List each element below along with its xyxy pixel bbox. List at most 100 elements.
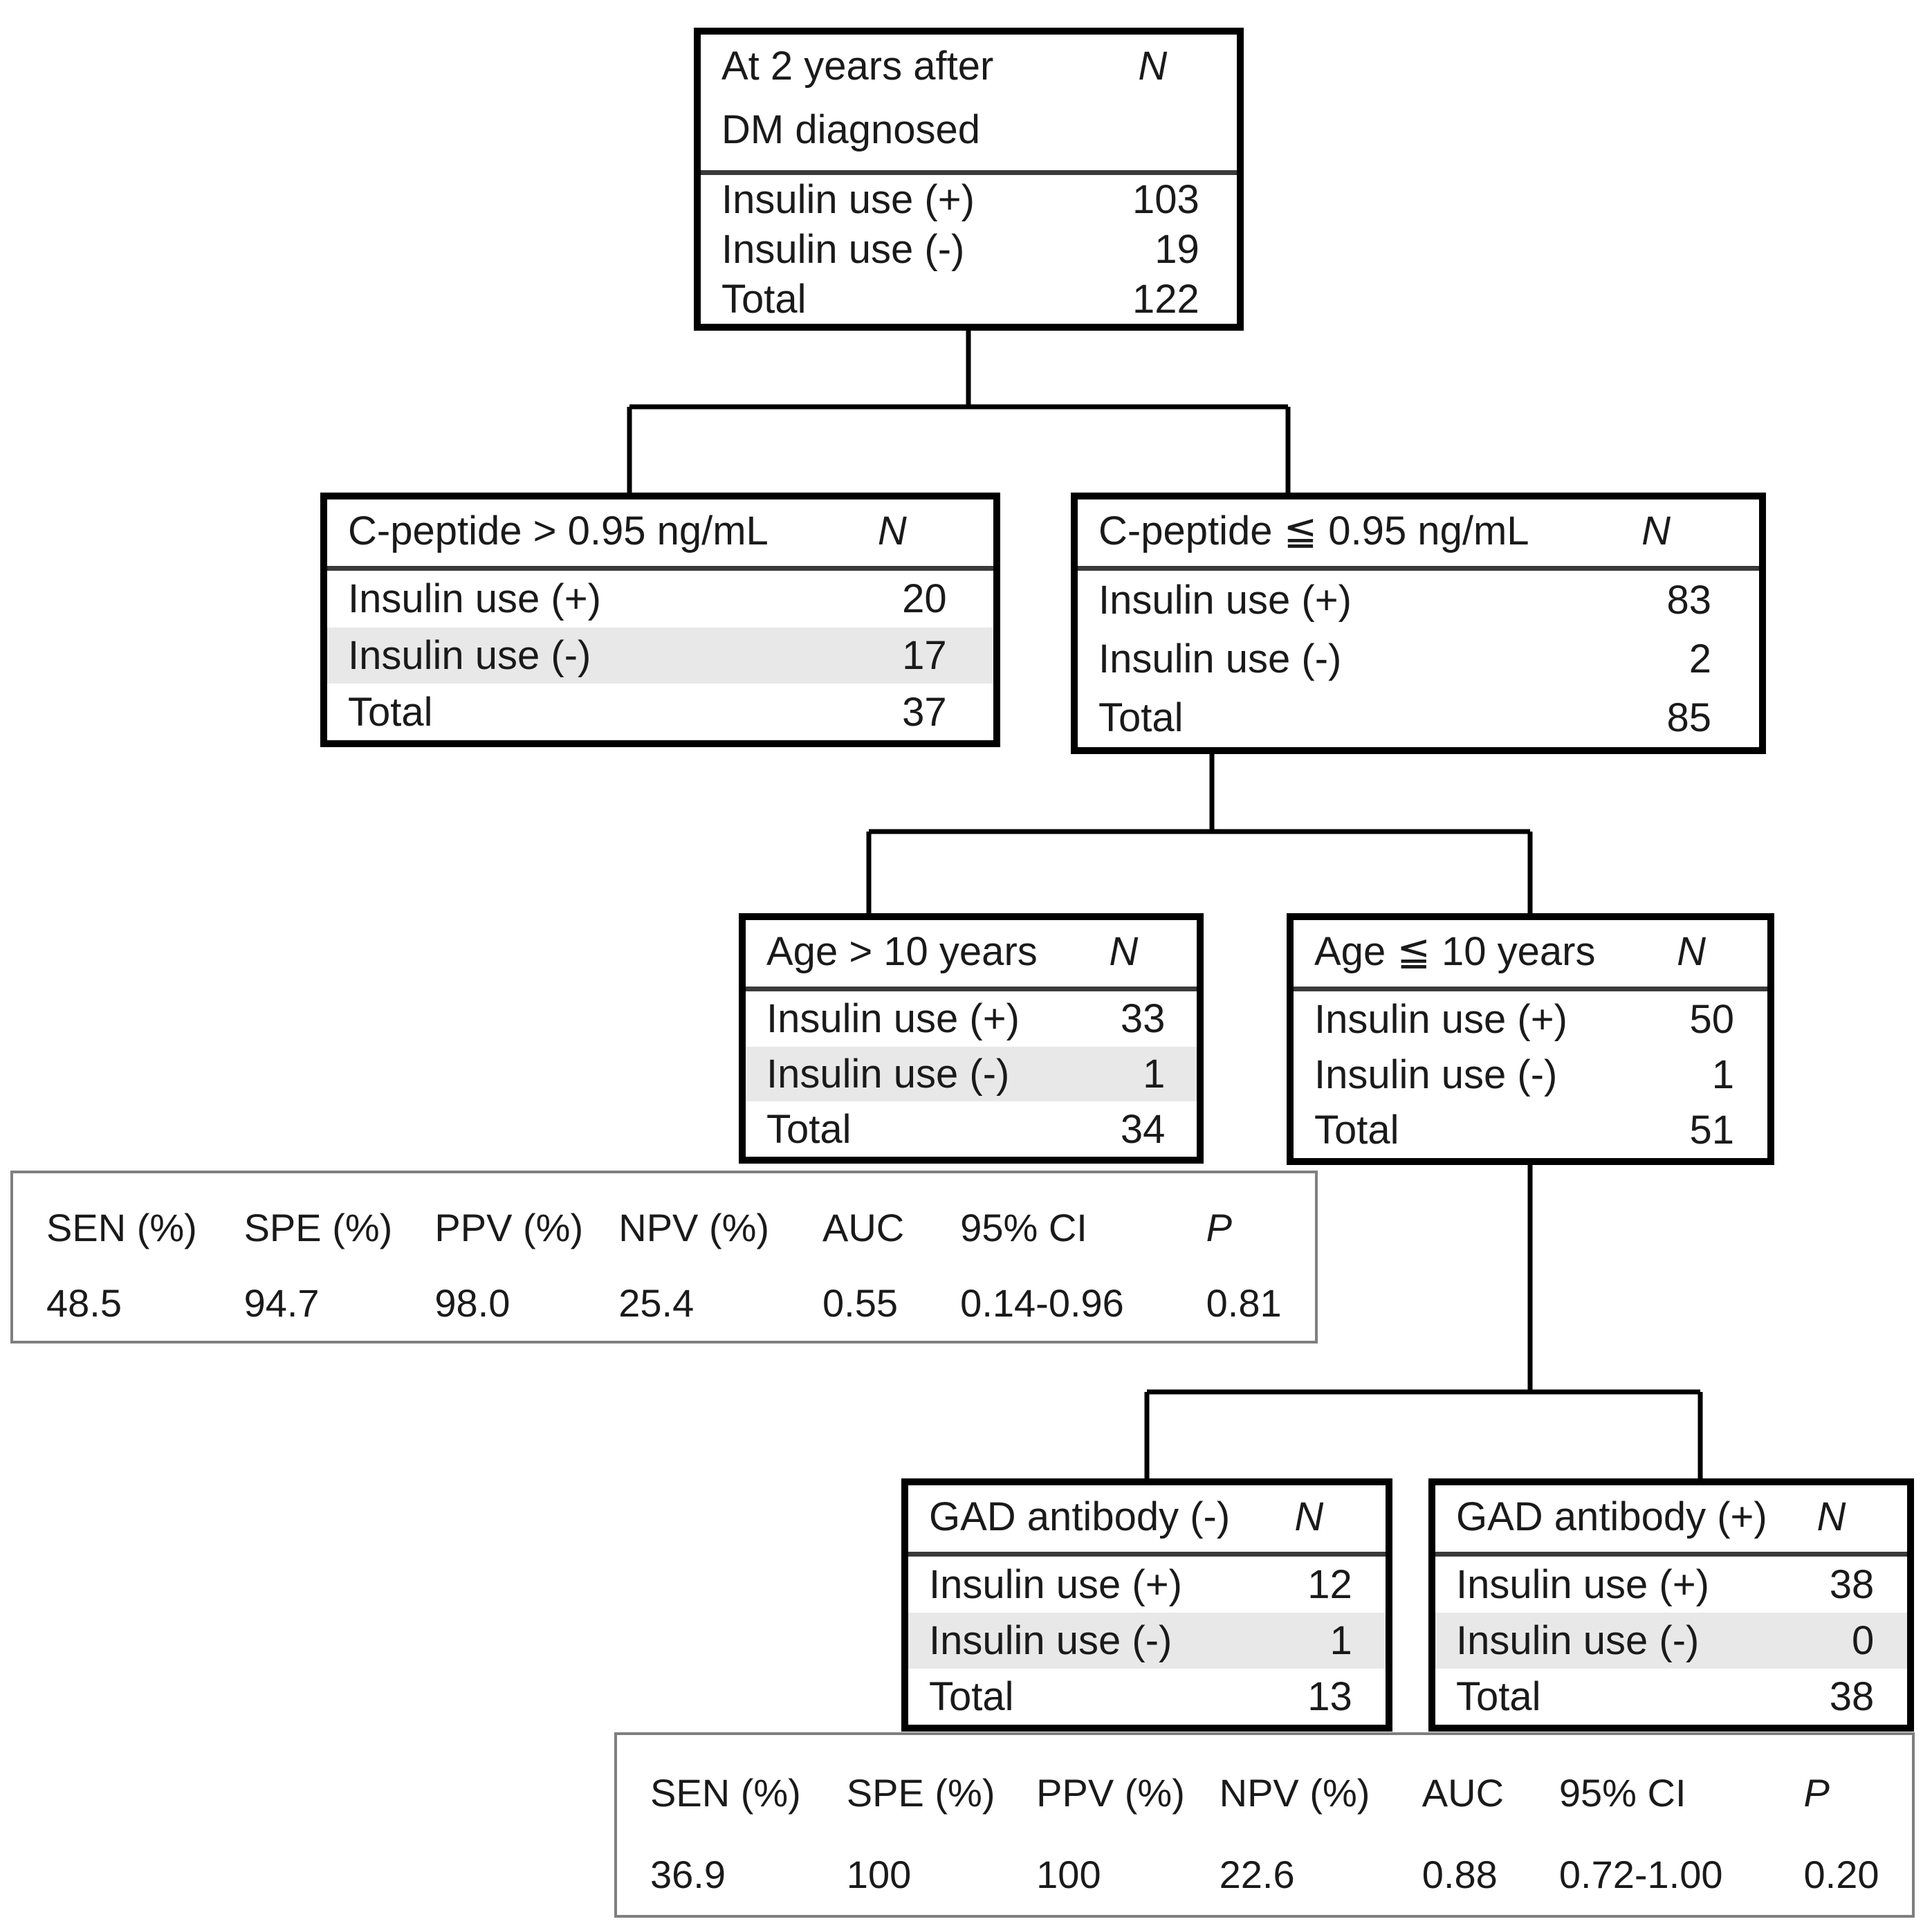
stats-header-spe: SPE (%) — [846, 1770, 995, 1815]
row-label: Total — [1456, 1674, 1541, 1719]
node-title: GAD antibody (+) — [1456, 1494, 1767, 1539]
row-label: Insulin use (-) — [766, 1052, 1010, 1097]
stats-value-ci: 0.14-0.96 — [960, 1281, 1124, 1325]
node-header: At 2 years after DM diagnosed N — [701, 35, 1237, 170]
stats-value-spe: 100 — [846, 1852, 912, 1896]
stats-value-ppv: 100 — [1036, 1852, 1101, 1896]
n-column-header: N — [1677, 929, 1706, 974]
table-row: Insulin use (-) 17 — [327, 627, 993, 684]
node-cpeptide-low: C-peptide ≦ 0.95 ng/mL N Insulin use (+)… — [1071, 493, 1766, 754]
table-row: Total 37 — [327, 684, 993, 740]
node-body: Insulin use (+) 33 Insulin use (-) 1 Tot… — [746, 987, 1197, 1157]
node-body: Insulin use (+) 103 Insulin use (-) 19 T… — [701, 170, 1237, 324]
n-column-header: N — [1641, 508, 1671, 553]
row-value: 37 — [902, 689, 947, 735]
row-label: Insulin use (-) — [348, 633, 591, 678]
stats-value-p: 0.20 — [1803, 1852, 1879, 1896]
node-title: Age > 10 years — [766, 929, 1038, 974]
node-root: At 2 years after DM diagnosed N Insulin … — [694, 28, 1244, 331]
table-row: Insulin use (-) 1 — [908, 1613, 1386, 1669]
node-body: Insulin use (+) 20 Insulin use (-) 17 To… — [327, 566, 993, 740]
row-label: Insulin use (-) — [1456, 1618, 1700, 1663]
row-value: 122 — [1132, 276, 1199, 322]
table-row: Total 34 — [746, 1101, 1197, 1157]
stats-table-age-split: SEN (%) SPE (%) PPV (%) NPV (%) AUC 95% … — [10, 1171, 1318, 1343]
row-label: Insulin use (+) — [1314, 996, 1567, 1042]
row-value: 38 — [1829, 1562, 1875, 1607]
row-value: 1 — [1143, 1052, 1166, 1097]
row-value: 85 — [1666, 695, 1712, 740]
row-value: 34 — [1120, 1106, 1166, 1152]
stats-header-ppv: PPV (%) — [434, 1206, 584, 1249]
stats-value-npv: 22.6 — [1219, 1852, 1295, 1896]
table-row: Insulin use (-) 1 — [1294, 1047, 1767, 1102]
row-label: Total — [1314, 1108, 1399, 1153]
stats-value-ppv: 98.0 — [434, 1281, 510, 1325]
node-header: Age ≦ 10 years N — [1294, 920, 1767, 987]
table-row: Insulin use (-) 1 — [746, 1046, 1197, 1102]
node-body: Insulin use (+) 38 Insulin use (-) 0 Tot… — [1435, 1552, 1907, 1725]
connector-level-1 — [627, 331, 1291, 494]
table-row: Insulin use (+) 83 — [1078, 571, 1759, 630]
row-label: Total — [348, 689, 433, 735]
row-value: 12 — [1307, 1562, 1352, 1607]
row-value: 1 — [1330, 1618, 1352, 1663]
node-age-low: Age ≦ 10 years N Insulin use (+) 50 Insu… — [1287, 913, 1774, 1165]
row-value: 83 — [1666, 578, 1712, 623]
stats-value-ci: 0.72-1.00 — [1558, 1852, 1723, 1896]
stats-header-ppv: PPV (%) — [1036, 1770, 1185, 1815]
stats-header-auc: AUC — [822, 1206, 905, 1249]
stats-header-row: SEN (%) SPE (%) PPV (%) NPV (%) AUC 95% … — [13, 1173, 1315, 1265]
stats-value-spe: 94.7 — [243, 1281, 320, 1325]
table-row: Insulin use (-) 2 — [1078, 630, 1759, 688]
stats-table-gad-split: SEN (%) SPE (%) PPV (%) NPV (%) AUC 95% … — [614, 1732, 1915, 1918]
node-header: C-peptide ≦ 0.95 ng/mL N — [1078, 499, 1759, 566]
row-label: Insulin use (+) — [929, 1562, 1182, 1607]
row-value: 38 — [1829, 1674, 1875, 1719]
table-row: Total 13 — [908, 1669, 1386, 1725]
row-label: Insulin use (-) — [1314, 1052, 1558, 1097]
table-row: Insulin use (+) 12 — [908, 1557, 1386, 1613]
row-label: Insulin use (+) — [1098, 578, 1352, 623]
node-cpeptide-high: C-peptide > 0.95 ng/mL N Insulin use (+)… — [320, 493, 1000, 747]
row-label: Insulin use (-) — [1098, 636, 1342, 681]
table-row: Total 51 — [1294, 1103, 1767, 1158]
row-value: 17 — [902, 633, 947, 678]
row-value: 13 — [1307, 1674, 1352, 1719]
stats-value-row: 36.9 100 100 22.6 0.88 0.72-1.00 0.20 — [617, 1833, 1912, 1915]
node-header: GAD antibody (-) N — [908, 1485, 1386, 1552]
n-column-header: N — [877, 508, 907, 553]
stats-value-p: 0.81 — [1206, 1281, 1282, 1325]
node-body: Insulin use (+) 83 Insulin use (-) 2 Tot… — [1078, 566, 1759, 747]
node-header: GAD antibody (+) N — [1435, 1485, 1907, 1552]
stats-header-spe: SPE (%) — [243, 1206, 393, 1249]
row-label: Insulin use (+) — [348, 576, 601, 622]
row-value: 103 — [1132, 177, 1199, 223]
row-label: Total — [766, 1106, 852, 1152]
stats-value-sen: 36.9 — [650, 1852, 726, 1896]
table-row: Total 38 — [1435, 1669, 1907, 1725]
stats-value-npv: 25.4 — [618, 1281, 694, 1325]
stats-value-row: 48.5 94.7 98.0 25.4 0.55 0.14-0.96 0.81 — [13, 1265, 1315, 1341]
node-header: Age > 10 years N — [746, 920, 1197, 987]
table-row: Insulin use (-) 0 — [1435, 1613, 1907, 1669]
row-value: 50 — [1689, 996, 1735, 1042]
table-row: Insulin use (-) 19 — [701, 225, 1237, 275]
row-value: 1 — [1711, 1052, 1735, 1097]
n-column-header: N — [1294, 1494, 1324, 1539]
node-title: At 2 years after — [721, 44, 994, 89]
node-gad-positive: GAD antibody (+) N Insulin use (+) 38 In… — [1428, 1478, 1914, 1732]
table-row: Insulin use (+) 50 — [1294, 991, 1767, 1047]
stats-header-npv: NPV (%) — [618, 1206, 770, 1249]
row-value: 20 — [902, 576, 947, 622]
stats-header-ci: 95% CI — [960, 1206, 1087, 1249]
table-row: Insulin use (+) 38 — [1435, 1557, 1907, 1613]
row-value: 33 — [1120, 996, 1166, 1042]
stats-header-sen: SEN (%) — [46, 1206, 197, 1249]
row-value: 19 — [1154, 227, 1199, 272]
table-row: Insulin use (+) 20 — [327, 571, 993, 627]
row-label: Insulin use (-) — [929, 1618, 1172, 1663]
node-age-high: Age > 10 years N Insulin use (+) 33 Insu… — [739, 913, 1204, 1164]
